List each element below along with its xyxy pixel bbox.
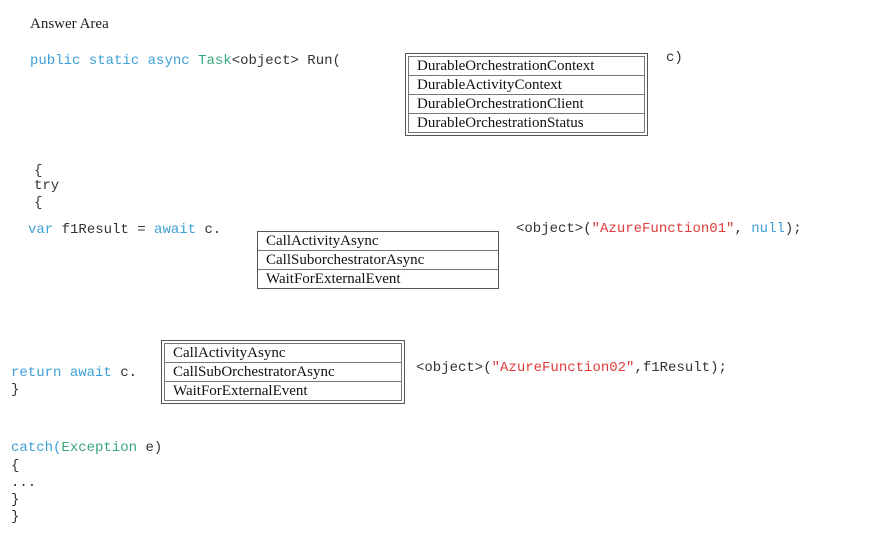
param-closing: c) [666, 50, 683, 66]
option-call-suborchestrator-async-2[interactable]: CallSubOrchestratorAsync [165, 363, 401, 382]
statement-end: ); [784, 221, 802, 237]
run-signature-line: public static async Task<object> Run( [30, 52, 341, 70]
catch-line: catch(Exception e) [11, 439, 162, 457]
string-azure-function-01: "AzureFunction01" [591, 221, 735, 237]
brace-close-method: } [11, 509, 20, 525]
brace-open-method: { [34, 163, 43, 179]
comma-separator: , [734, 221, 752, 237]
keyword-try: try [34, 178, 60, 194]
dropdown-call-method-1[interactable]: CallActivityAsync CallSuborchestratorAsy… [257, 231, 499, 289]
variable-f1result: f1Result = [53, 222, 155, 238]
method-run: Run( [298, 53, 341, 69]
args-end: ,f1Result); [634, 360, 727, 376]
context-prefix-2: c. [111, 365, 138, 381]
type-exception: Exception [61, 440, 138, 456]
var-f1result-line: var f1Result = await c. [28, 221, 221, 239]
brace-open-try: { [34, 195, 43, 211]
option-durable-activity-context[interactable]: DurableActivityContext [409, 76, 644, 95]
generic-object-call: <object>( [516, 221, 592, 237]
type-task: Task [198, 53, 232, 69]
keyword-catch: catch( [11, 440, 62, 456]
dropdown-context-list: DurableOrchestrationContext DurableActiv… [408, 56, 645, 133]
keyword-null: null [751, 221, 785, 237]
string-azure-function-02: "AzureFunction02" [491, 360, 635, 376]
call-args-line-2: <object>("AzureFunction02",f1Result); [416, 359, 727, 377]
answer-area-title: Answer Area [30, 16, 109, 32]
keyword-return: return [11, 365, 62, 381]
dropdown-call-method-2[interactable]: CallActivityAsync CallSubOrchestratorAsy… [161, 340, 405, 404]
context-prefix: c. [196, 222, 222, 238]
generic-object-call-2: <object>( [416, 360, 492, 376]
dropdown-context-type[interactable]: DurableOrchestrationContext DurableActiv… [405, 53, 648, 136]
option-call-suborchestrator-async[interactable]: CallSuborchestratorAsync [258, 251, 498, 270]
call-args-line-1: <object>("AzureFunction01", null); [516, 220, 802, 238]
option-durable-orchestration-status[interactable]: DurableOrchestrationStatus [417, 115, 584, 131]
brace-close-catch: } [11, 492, 20, 508]
option-durable-orchestration-client[interactable]: DurableOrchestrationClient [409, 95, 644, 114]
dropdown-call-list: CallActivityAsync CallSubOrchestratorAsy… [164, 343, 402, 401]
option-call-activity-async-2[interactable]: CallActivityAsync [165, 344, 401, 363]
brace-open-catch: { [11, 458, 20, 474]
catch-variable: e) [137, 440, 163, 456]
return-line: return await c. [11, 364, 137, 382]
brace-close-try: } [11, 382, 20, 398]
option-wait-for-external-event-2[interactable]: WaitForExternalEvent [173, 383, 308, 399]
keyword-async: async [147, 53, 190, 69]
option-call-activity-async[interactable]: CallActivityAsync [258, 232, 498, 251]
keyword-public: public [30, 53, 81, 69]
keyword-await-2: await [69, 365, 112, 381]
ellipsis: ... [11, 475, 37, 491]
generic-object: <object> [231, 53, 299, 69]
keyword-await: await [154, 222, 197, 238]
keyword-var: var [28, 222, 54, 238]
keyword-static: static [88, 53, 140, 69]
option-durable-orchestration-context[interactable]: DurableOrchestrationContext [409, 57, 644, 76]
option-wait-for-external-event[interactable]: WaitForExternalEvent [266, 271, 401, 287]
